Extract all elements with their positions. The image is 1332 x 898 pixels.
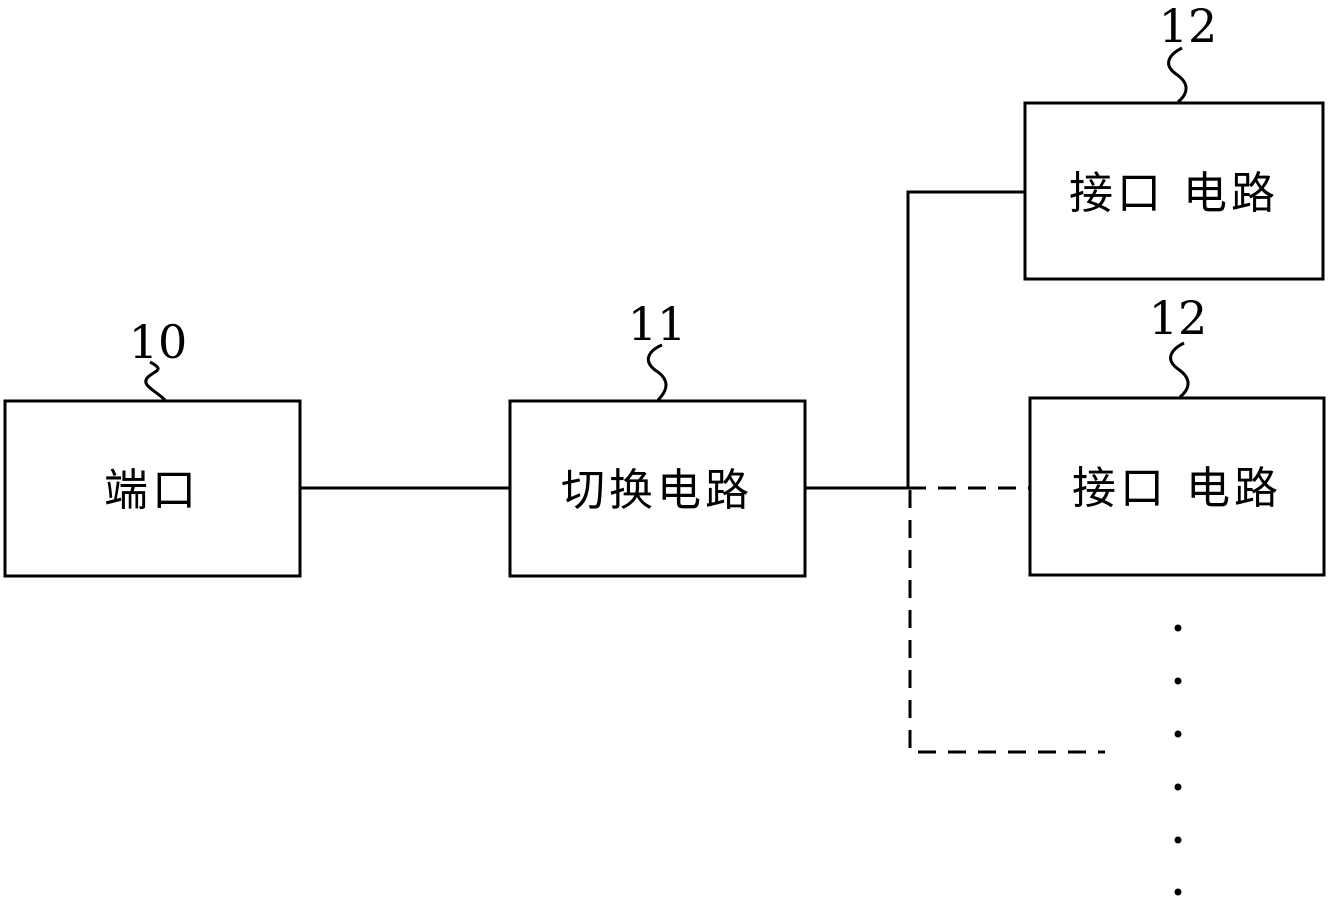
switch-circuit-label: 切换电路 xyxy=(561,465,753,516)
switch-ref-leader xyxy=(648,345,666,400)
switch-circuit-block: 切换电路 xyxy=(510,401,805,576)
ellipsis-dots xyxy=(1175,625,1182,896)
interface-2-ref-number: 12 xyxy=(1149,291,1208,345)
interface-1-ref-leader xyxy=(1169,48,1186,102)
interface-circuit-label-2: 接口 电路 xyxy=(1072,463,1282,514)
interface-circuit-block-2: 接口 电路 xyxy=(1030,398,1324,575)
interface-2-ref-leader xyxy=(1171,343,1188,397)
port-label: 端口 xyxy=(104,465,200,516)
dashed-link-further-interfaces xyxy=(910,490,1105,752)
switch-ref-number: 11 xyxy=(628,297,687,351)
port-ref-number: 10 xyxy=(129,315,188,369)
bus-to-interface-1 xyxy=(908,192,1025,488)
interface-circuit-block-1: 接口 电路 xyxy=(1025,103,1323,279)
port-block: 端口 xyxy=(5,401,300,576)
interface-circuit-label-1: 接口 电路 xyxy=(1069,168,1279,219)
interface-1-ref-number: 12 xyxy=(1159,0,1218,53)
